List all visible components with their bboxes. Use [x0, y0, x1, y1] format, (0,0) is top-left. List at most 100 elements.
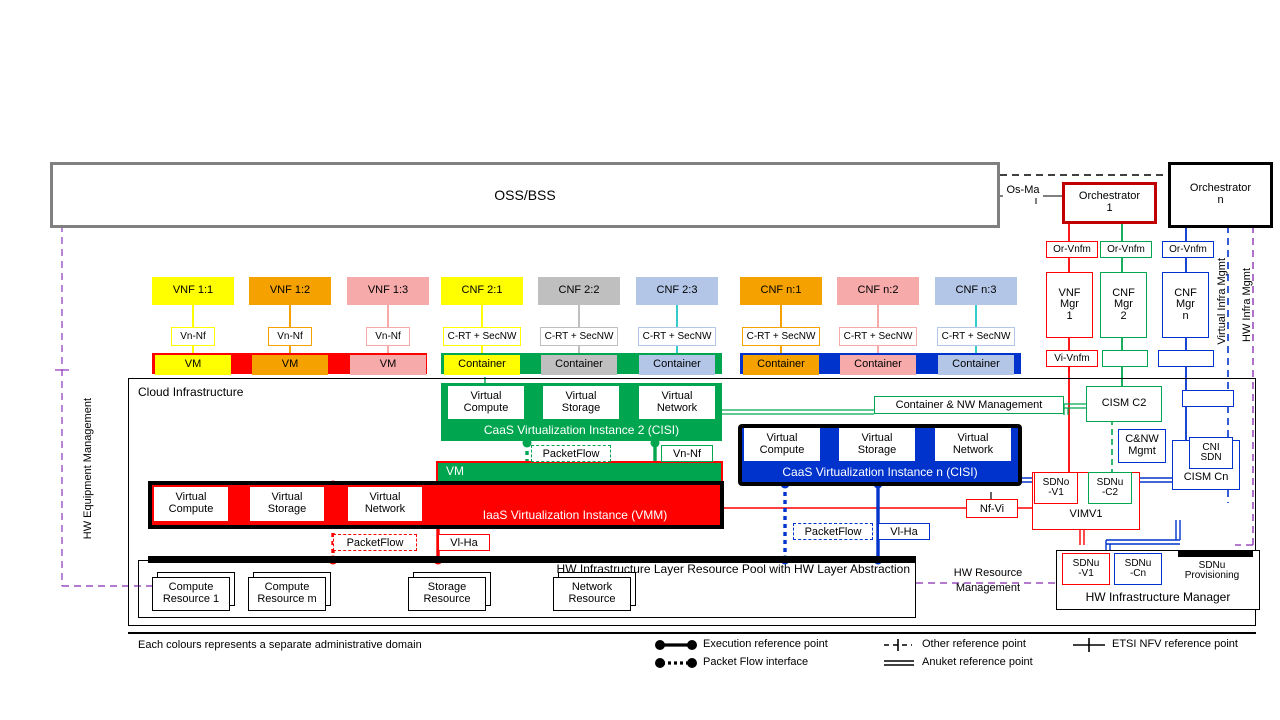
- vnf-mgr-1-box[interactable]: VNF Mgr 1: [1046, 272, 1093, 338]
- legend-etsi-label: ETSI NFV reference point: [1112, 638, 1238, 650]
- vi-vnfm-n[interactable]: [1158, 350, 1214, 367]
- function-reference-point[interactable]: C-RT + SecNW: [638, 327, 716, 346]
- oss-bss-box[interactable]: OSS/BSS: [50, 162, 1000, 228]
- hw-resource-label-line2: Resource: [568, 593, 616, 605]
- legend-exec-label: Execution reference point: [703, 638, 828, 650]
- container-nw-management-box[interactable]: Container & NW Management: [874, 396, 1064, 414]
- sdno-v1-box[interactable]: SDNo -V1: [1034, 472, 1078, 504]
- function-box[interactable]: CNF 2:1: [441, 277, 523, 305]
- or-vnfm-1[interactable]: Or-Vnfm: [1046, 241, 1098, 258]
- or-vnfm-2[interactable]: Or-Vnfm: [1100, 241, 1152, 258]
- cisi2-vm-bar[interactable]: [436, 461, 723, 483]
- cisin-packetflow-refpoint[interactable]: PacketFlow: [793, 523, 873, 540]
- cisi2-virtual-network[interactable]: Virtual Network: [639, 386, 715, 419]
- cism-c2-label: CISM C2: [1101, 397, 1147, 410]
- cisin-virtual-storage[interactable]: Virtual Storage: [839, 428, 915, 461]
- function-base-box[interactable]: VM: [252, 355, 328, 375]
- function-reference-point[interactable]: C-RT + SecNW: [937, 327, 1015, 346]
- sdnu-c2-box[interactable]: SDNu -C2: [1088, 472, 1132, 504]
- nf-vi-refpoint[interactable]: Nf-Vi: [966, 499, 1018, 518]
- iaas-virtual-storage[interactable]: Virtual Storage: [249, 486, 325, 522]
- function-reference-point[interactable]: C-RT + SecNW: [540, 327, 618, 346]
- function-base-box[interactable]: Container: [938, 355, 1014, 375]
- function-box[interactable]: VNF 1:2: [249, 277, 331, 305]
- vi-vnfm-n-lower[interactable]: [1182, 390, 1234, 407]
- or-vnfm-n[interactable]: Or-Vnfm: [1162, 241, 1214, 258]
- function-base-label: VM: [281, 358, 299, 371]
- vi-vnfm-2[interactable]: [1102, 350, 1148, 367]
- vim-label: VIMV1: [1069, 508, 1103, 520]
- function-reference-point[interactable]: Vn-Nf: [268, 327, 312, 346]
- iaas-virtual-network[interactable]: Virtual Network: [347, 486, 423, 522]
- function-reference-point-label: C-RT + SecNW: [746, 331, 816, 342]
- iaas-title: IaaS Virtualization Instance (VMM): [482, 508, 668, 522]
- function-name: CNF n:1: [760, 284, 802, 297]
- cisi2-virtual-storage[interactable]: Virtual Storage: [543, 386, 619, 419]
- iaas-box[interactable]: [148, 481, 724, 529]
- function-base-box[interactable]: Container: [840, 355, 916, 375]
- iaas-packetflow-refpoint[interactable]: PacketFlow: [333, 534, 417, 551]
- cism-c2-box[interactable]: CISM C2: [1086, 386, 1162, 422]
- oss-bss-label: OSS/BSS: [494, 186, 556, 203]
- cisi2-vnnf-refpoint[interactable]: Vn-Nf: [661, 445, 713, 462]
- iaas-virtual-compute-label: Virtual Compute: [168, 491, 214, 515]
- cni-sdn-box[interactable]: CNI SDN: [1189, 437, 1233, 469]
- cisin-virtual-storage-label: Virtual Storage: [857, 431, 897, 456]
- cisin-vlha-refpoint[interactable]: Vl-Ha: [878, 523, 930, 540]
- orchestrator-n-box[interactable]: Orchestrator n: [1168, 162, 1273, 228]
- sdnu-provisioning-bar: [1178, 551, 1253, 557]
- cisi2-packetflow-refpoint[interactable]: PacketFlow: [531, 445, 611, 462]
- function-reference-point[interactable]: C-RT + SecNW: [742, 327, 820, 346]
- function-box[interactable]: CNF n:1: [740, 277, 822, 305]
- function-box[interactable]: CNF n:2: [837, 277, 919, 305]
- vnf-mgr-1-l1: VNF: [1058, 286, 1081, 299]
- function-reference-point[interactable]: C-RT + SecNW: [443, 327, 521, 346]
- function-reference-point[interactable]: C-RT + SecNW: [839, 327, 917, 346]
- sdnu-v1-box[interactable]: SDNu -V1: [1062, 553, 1110, 585]
- cisin-virtual-compute[interactable]: Virtual Compute: [744, 428, 820, 461]
- orchestrator-n-label: Orchestrator: [1189, 182, 1252, 195]
- function-box[interactable]: VNF 1:3: [347, 277, 429, 305]
- vi-vnfm-1[interactable]: Vi-Vnfm: [1046, 350, 1098, 367]
- hw-infra-mgmt-rail-label: HW Infra Mgmt: [1241, 268, 1253, 342]
- function-box[interactable]: CNF 2:2: [538, 277, 620, 305]
- function-base-box[interactable]: VM: [155, 355, 231, 375]
- function-reference-point[interactable]: Vn-Nf: [171, 327, 215, 346]
- function-base-box[interactable]: VM: [350, 355, 426, 375]
- function-box[interactable]: VNF 1:1: [152, 277, 234, 305]
- cisin-virtual-compute-label: Virtual Compute: [759, 431, 805, 456]
- hw-resource-management-l2: Management: [955, 581, 1021, 594]
- function-reference-point[interactable]: Vn-Nf: [366, 327, 410, 346]
- cisi2-virtual-compute[interactable]: Virtual Compute: [448, 386, 524, 419]
- cisin-virtual-network[interactable]: Virtual Network: [935, 428, 1011, 461]
- hw-resource-management-label: HW Resource Management: [928, 566, 1048, 596]
- hw-resource-label-line2: Resource m: [257, 593, 317, 605]
- function-reference-point-label: C-RT + SecNW: [447, 331, 517, 342]
- function-base-box[interactable]: Container: [444, 355, 520, 375]
- cnf-mgr-2-box[interactable]: CNF Mgr 2: [1100, 272, 1147, 338]
- iaas-vlha-refpoint[interactable]: Vl-Ha: [438, 534, 490, 551]
- orchestrator-1-box[interactable]: Orchestrator 1: [1062, 182, 1157, 224]
- function-base-box[interactable]: Container: [743, 355, 819, 375]
- hw-pool-top-bar: [148, 556, 916, 563]
- cnf-mgr-n-l2: Mgr: [1176, 298, 1195, 311]
- cnf-mgr-n-box[interactable]: CNF Mgr n: [1162, 272, 1209, 338]
- cnw-mgmt-box[interactable]: C&NW Mgmt: [1118, 429, 1166, 463]
- function-name: CNF 2:3: [656, 284, 698, 297]
- function-box[interactable]: CNF 2:3: [636, 277, 718, 305]
- iaas-virtual-compute[interactable]: Virtual Compute: [153, 486, 229, 522]
- function-base-box[interactable]: Container: [639, 355, 715, 375]
- function-base-label: Container: [653, 358, 701, 371]
- function-name: VNF 1:2: [269, 284, 311, 297]
- function-reference-point-label: Vn-Nf: [375, 331, 401, 342]
- cisi2-virtual-storage-label: Virtual Storage: [561, 389, 601, 414]
- function-base-box[interactable]: Container: [541, 355, 617, 375]
- sdnu-provisioning-box[interactable]: SDNu Provisioning: [1166, 556, 1258, 586]
- sdnu-cn-box[interactable]: SDNu -Cn: [1114, 553, 1162, 585]
- function-box[interactable]: CNF n:3: [935, 277, 1017, 305]
